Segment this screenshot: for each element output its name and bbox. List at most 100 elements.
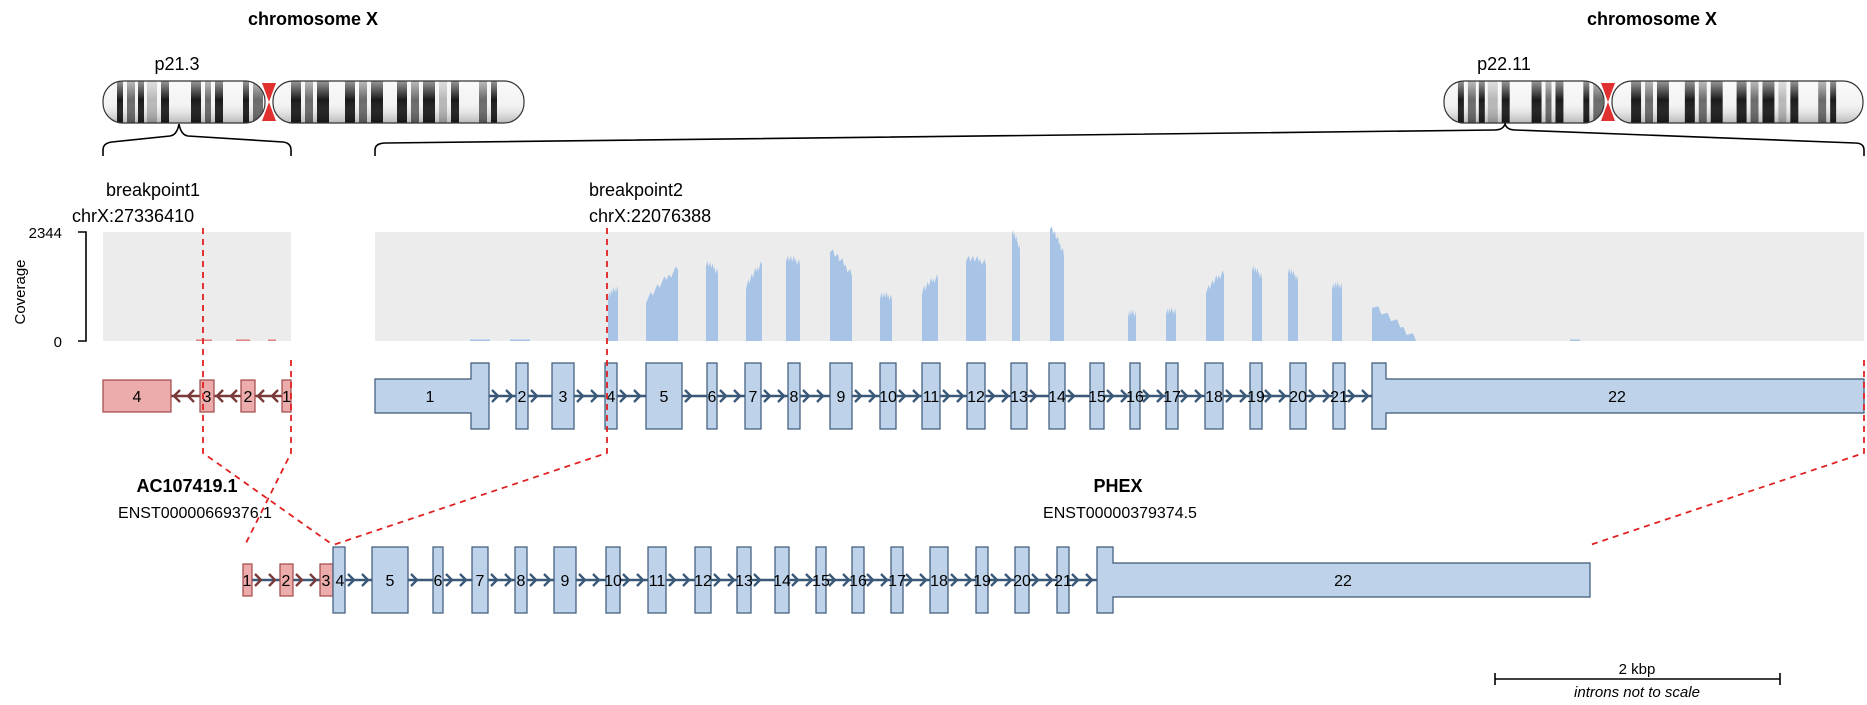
exon-number: 19: [1247, 389, 1265, 406]
exon: [694, 546, 712, 614]
strand-arrow: [880, 573, 889, 587]
strand-arrow: [964, 573, 973, 587]
strand-arrow: [270, 389, 279, 403]
exon: [553, 546, 577, 614]
exon: [975, 546, 989, 614]
exon-number: 21: [1330, 389, 1348, 406]
left-band-label: p21.3: [154, 54, 199, 74]
strand-arrow: [777, 389, 786, 403]
exon: [1129, 362, 1141, 430]
strand-arrow: [719, 389, 728, 403]
exon-number: 11: [923, 389, 940, 406]
exon-number: 5: [386, 573, 395, 590]
strand-arrow: [919, 573, 928, 587]
scale-bar: [1494, 673, 1781, 685]
exon-number: 4: [133, 389, 142, 406]
coverage-baseline: [196, 339, 212, 341]
exon-number: 3: [322, 573, 331, 590]
strand-arrow: [828, 573, 837, 587]
strand-arrow: [684, 389, 693, 403]
exon-number: 10: [604, 573, 622, 590]
exon: [744, 362, 762, 430]
coverage-peak: [646, 266, 678, 341]
strand-arrow: [713, 573, 722, 587]
exon: [645, 362, 683, 430]
exon: [1289, 362, 1307, 430]
strand-arrow: [842, 573, 851, 587]
exon-number: 8: [790, 389, 799, 406]
coverage-max-tick: 2344: [29, 225, 62, 242]
exon-number: 10: [879, 389, 897, 406]
strand-arrow: [268, 573, 277, 587]
exon-number: 9: [837, 389, 846, 406]
gene2-end-guide: [1589, 360, 1865, 546]
left-zoom-bracket: [102, 123, 292, 156]
exon: [829, 362, 853, 430]
centromere: [1601, 83, 1615, 121]
exon: [471, 546, 489, 614]
strand-arrow: [361, 573, 370, 587]
coverage-min-tick: 0: [54, 334, 62, 351]
exon-number: 18: [1205, 389, 1223, 406]
gene1-transcript: ENST00000669376.1: [118, 505, 272, 522]
scale-bar-note: introns not to scale: [1574, 684, 1700, 701]
strand-arrow: [186, 389, 195, 403]
coverage-peak: [1288, 267, 1298, 341]
exon-number: 7: [749, 389, 758, 406]
strand-arrow: [905, 573, 914, 587]
exon: [514, 546, 528, 614]
exon: [1204, 362, 1224, 430]
right-zoom-bracket: [374, 121, 1865, 156]
exon-number: 13: [1010, 389, 1028, 406]
exon-number: 15: [812, 573, 830, 590]
strand-arrow: [898, 389, 907, 403]
strand-arrow: [590, 389, 599, 403]
strand-arrow: [1045, 573, 1054, 587]
strand-arrow: [868, 389, 877, 403]
strand-arrow: [866, 573, 875, 587]
exon-number: 4: [607, 389, 616, 406]
exon: [774, 546, 790, 614]
exon-number: 12: [694, 573, 712, 590]
exon-number: 15: [1088, 389, 1106, 406]
strand-arrow: [256, 389, 265, 403]
exon: [921, 362, 941, 430]
strand-arrow: [990, 573, 999, 587]
exon-number: 6: [708, 389, 717, 406]
strand-arrow: [445, 573, 454, 587]
strand-arrow: [490, 573, 499, 587]
exon: [371, 546, 409, 614]
strand-arrow: [1067, 389, 1076, 403]
strand-arrow: [1071, 573, 1080, 587]
exon-number: 16: [849, 573, 867, 590]
exon-number: 19: [973, 573, 991, 590]
exon-number: 6: [434, 573, 443, 590]
coverage-peak: [922, 274, 938, 341]
exon-number: 17: [888, 573, 906, 590]
exon: [966, 362, 986, 430]
strand-arrow: [578, 573, 587, 587]
breakpoint2-guide: [332, 228, 608, 546]
strand-arrow: [727, 573, 736, 587]
coverage-track-right: [470, 226, 1580, 341]
exon-number: 11: [649, 573, 666, 590]
coverage-panel-right: [375, 232, 1864, 341]
strand-arrow: [459, 573, 468, 587]
strand-arrow: [1156, 389, 1165, 403]
strand-arrow: [1120, 389, 1129, 403]
centromere: [262, 83, 276, 121]
exon: [1371, 362, 1865, 430]
left-chromosome-ideogram: [102, 80, 525, 124]
right-chromosome-title: chromosome X: [1587, 9, 1717, 29]
exon: [815, 546, 827, 614]
strand-arrow: [172, 389, 181, 403]
strand-arrow: [733, 389, 742, 403]
strand-arrow: [1031, 573, 1040, 587]
strand-arrow: [1264, 389, 1273, 403]
strand-arrow: [530, 389, 539, 403]
coverage-peak: [1332, 281, 1342, 341]
strand-arrow: [1106, 389, 1115, 403]
coverage-axis-label: Coverage: [12, 259, 29, 324]
